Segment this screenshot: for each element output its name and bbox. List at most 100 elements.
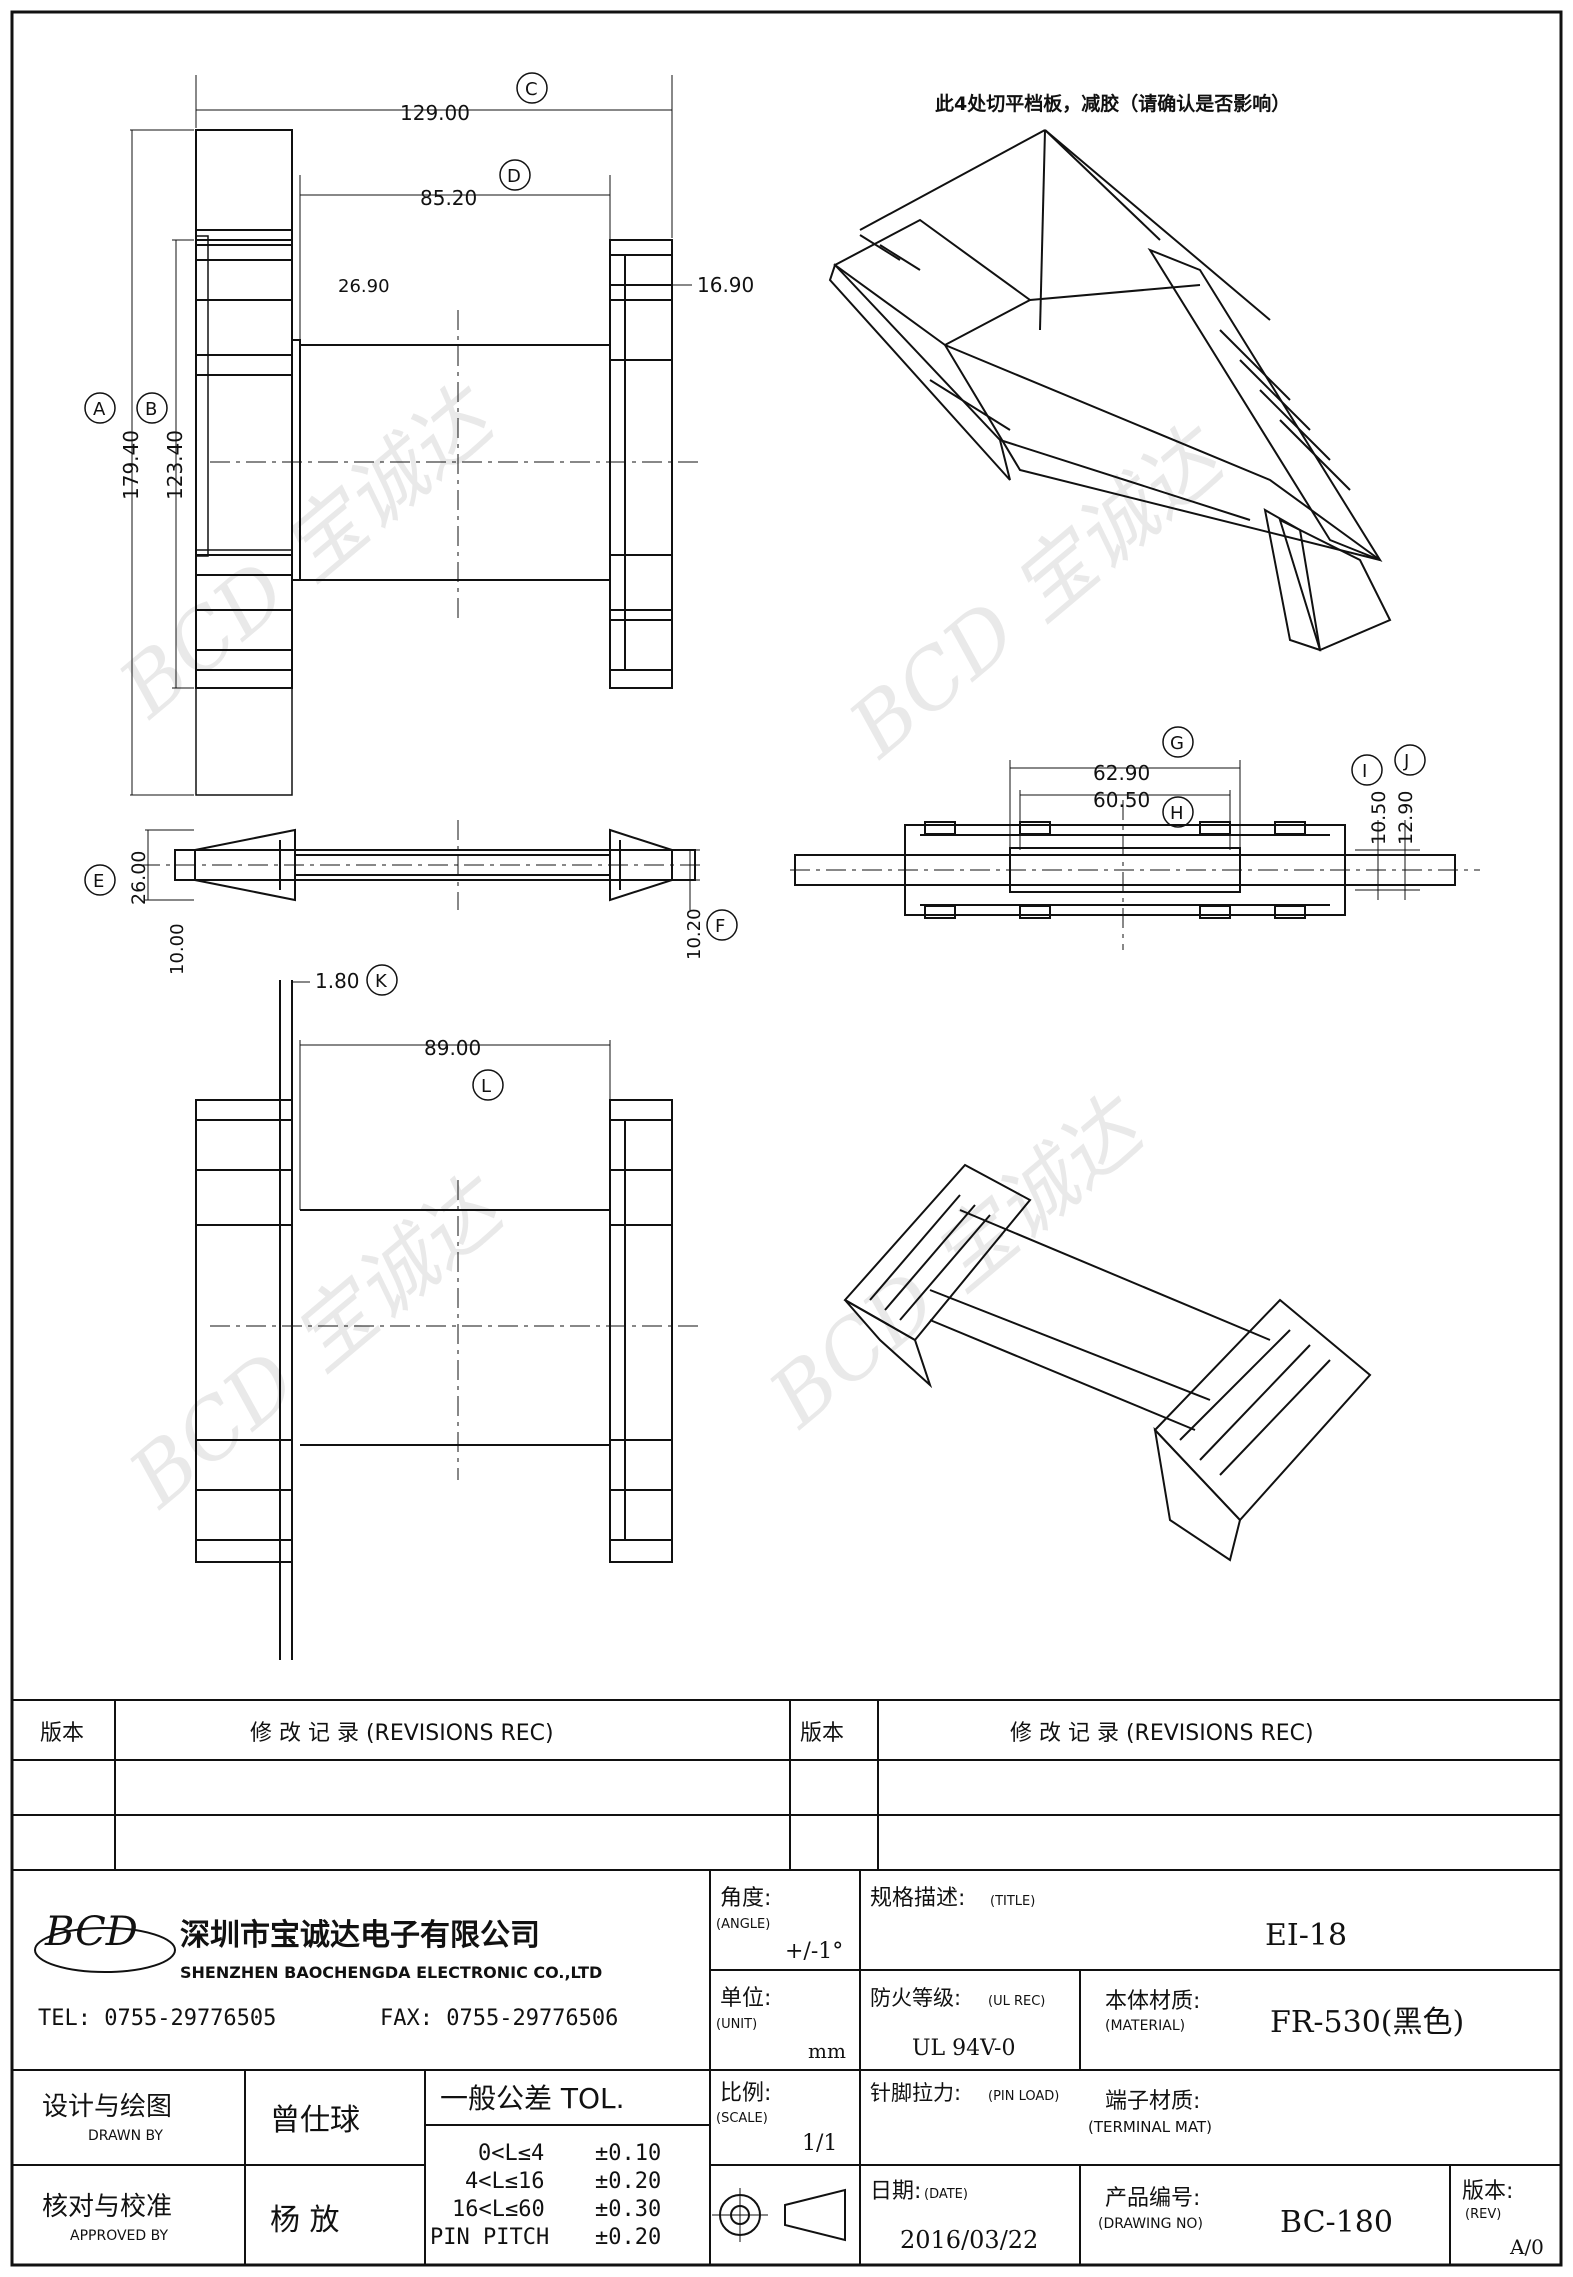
- company-fax: FAX: 0755-29776506: [380, 2006, 618, 2031]
- svg-text:APPROVED BY: APPROVED BY: [70, 2228, 168, 2244]
- svg-text:16<L≤60: 16<L≤60: [452, 2197, 545, 2222]
- date-label: 日期:: [870, 2179, 921, 2204]
- dim-side-10: 10.00: [167, 923, 188, 975]
- drawing-no-value: BC-180: [1280, 2205, 1393, 2240]
- isometric-view-top: [828, 129, 1392, 652]
- dim-j-bubble: [1394, 744, 1426, 776]
- approved-label: 核对与校准: [42, 2192, 172, 2222]
- svg-text:0<L≤4: 0<L≤4: [478, 2141, 544, 2166]
- company-tel: TEL: 0755-29776505: [38, 2006, 276, 2031]
- pin-load-label: 针脚拉力:: [870, 2081, 961, 2105]
- end-view: [790, 760, 1480, 950]
- ul-value: UL 94V-0: [912, 2036, 1015, 2061]
- company-name-cn: 深圳市宝诚达电子有限公司: [180, 1918, 540, 1953]
- note-text: 此4处切平档板，减胶（请确认是否影响）: [935, 92, 1290, 115]
- dim-g-bubble: [1162, 726, 1194, 758]
- rev-value: A/0: [1509, 2235, 1544, 2259]
- dim-k-value: 1.80: [315, 969, 360, 993]
- svg-text:B: B: [145, 399, 157, 420]
- dim-d-value: 85.20: [420, 186, 477, 210]
- svg-text:(UL REC): (UL REC): [988, 1994, 1045, 2009]
- unit-value: mm: [808, 2039, 846, 2063]
- svg-text:(UNIT): (UNIT): [716, 2017, 757, 2032]
- dim-k-bubble: [366, 964, 398, 996]
- dim-a-bubble: [84, 392, 116, 424]
- svg-text:K: K: [375, 971, 388, 992]
- title-value: EI-18: [1265, 1918, 1347, 1953]
- title-block: [12, 1870, 1561, 2265]
- svg-text:(TERMINAL MAT): (TERMINAL MAT): [1088, 2118, 1212, 2136]
- svg-text:(MATERIAL): (MATERIAL): [1105, 2018, 1185, 2034]
- svg-text:(ANGLE): (ANGLE): [716, 1917, 770, 1932]
- svg-text:BCD 宝诚达: BCD 宝诚达: [101, 368, 515, 736]
- flange-outline: [195, 129, 293, 796]
- dim-c-bubble: [516, 72, 548, 104]
- svg-text:±0.30: ±0.30: [595, 2197, 661, 2222]
- svg-text:L: L: [481, 1076, 491, 1097]
- svg-text:±0.20: ±0.20: [595, 2225, 661, 2250]
- rev-col-version-right: 版本: [800, 1721, 844, 1746]
- svg-text:G: G: [1170, 733, 1184, 754]
- svg-text:(SCALE): (SCALE): [716, 2111, 768, 2126]
- svg-text:E: E: [93, 871, 104, 892]
- svg-text:(TITLE): (TITLE): [990, 1894, 1035, 1909]
- angle-value: +/-1°: [785, 1939, 843, 1964]
- dim-e-value: 26.00: [128, 851, 150, 905]
- svg-text:C: C: [525, 79, 538, 100]
- drawing-no-label: 产品编号:: [1105, 2186, 1200, 2211]
- svg-text:(PIN LOAD): (PIN LOAD): [988, 2089, 1059, 2104]
- dim-b-value: 123.40: [163, 430, 187, 500]
- svg-text:PIN PITCH: PIN PITCH: [430, 2225, 549, 2250]
- svg-text:(DATE): (DATE): [924, 2187, 968, 2202]
- scale-value: 1/1: [802, 2131, 837, 2156]
- dim-i-bubble: [1351, 754, 1383, 786]
- tolerance-rows: 0<L≤4 ±0.10 4<L≤16 ±0.20 16<L≤60 ±0.30 P…: [430, 2141, 661, 2250]
- sheet-border: [10, 10, 1563, 2267]
- dim-e-bubble: [84, 864, 116, 896]
- svg-text:(REV): (REV): [1465, 2207, 1501, 2222]
- tolerance-title: 一般公差 TOL.: [440, 2082, 625, 2115]
- dim-f-value: 10.20: [684, 908, 705, 960]
- dim-f-bubble: [706, 909, 738, 941]
- dim-l-value: 89.00: [424, 1036, 481, 1060]
- svg-text:DRAWN BY: DRAWN BY: [88, 2128, 163, 2144]
- projection-symbol: [712, 2188, 846, 2242]
- rev-label: 版本:: [1462, 2179, 1513, 2204]
- svg-text:D: D: [507, 166, 521, 187]
- terminal-label: 端子材质:: [1105, 2089, 1200, 2114]
- svg-text:I: I: [1362, 761, 1367, 782]
- isometric-view-bottom: [843, 1163, 1372, 1562]
- material-label: 本体材质:: [1105, 1989, 1200, 2014]
- drawn-name: 曾仕球: [270, 2103, 360, 2138]
- ul-label: 防火等级:: [870, 1986, 961, 2010]
- svg-text:(DRAWING NO): (DRAWING NO): [1098, 2216, 1203, 2232]
- side-view: [140, 820, 700, 910]
- svg-text:A: A: [93, 399, 106, 420]
- svg-text:F: F: [715, 916, 725, 937]
- revision-table: [12, 1699, 1561, 1871]
- approved-name: 杨 放: [270, 2203, 340, 2238]
- title-label: 规格描述:: [870, 1886, 965, 1911]
- svg-text:BCD: BCD: [44, 1909, 138, 1955]
- company-logo: BCD: [34, 1909, 176, 1973]
- dim-b-bubble: [136, 392, 168, 424]
- svg-text:BCD 宝诚达: BCD 宝诚达: [831, 408, 1245, 776]
- dim-l-bubble: [472, 1069, 504, 1101]
- svg-text:J: J: [1403, 751, 1409, 772]
- rev-col-record-left: 修 改 记 录 (REVISIONS REC): [250, 1721, 554, 1746]
- svg-text:BCD 宝诚达: BCD 宝诚达: [111, 1158, 525, 1526]
- dim-h-value: 60.50: [1093, 788, 1150, 812]
- angle-label: 角度:: [720, 1886, 771, 1911]
- date-value: 2016/03/22: [900, 2226, 1038, 2254]
- dim-g-value: 62.90: [1093, 761, 1150, 785]
- bottom-view: [195, 980, 700, 1660]
- drawn-label: 设计与绘图: [42, 2092, 172, 2122]
- rev-col-record-right: 修 改 记 录 (REVISIONS REC): [1010, 1721, 1314, 1746]
- right-flange: [609, 239, 673, 689]
- dim-inner-right: 16.90: [697, 273, 754, 297]
- company-name-en: SHENZHEN BAOCHENGDA ELECTRONIC CO.,LTD: [180, 1963, 602, 1982]
- svg-text:H: H: [1170, 803, 1184, 824]
- dim-inner-left: 26.90: [338, 276, 390, 297]
- svg-text:4<L≤16: 4<L≤16: [465, 2169, 544, 2194]
